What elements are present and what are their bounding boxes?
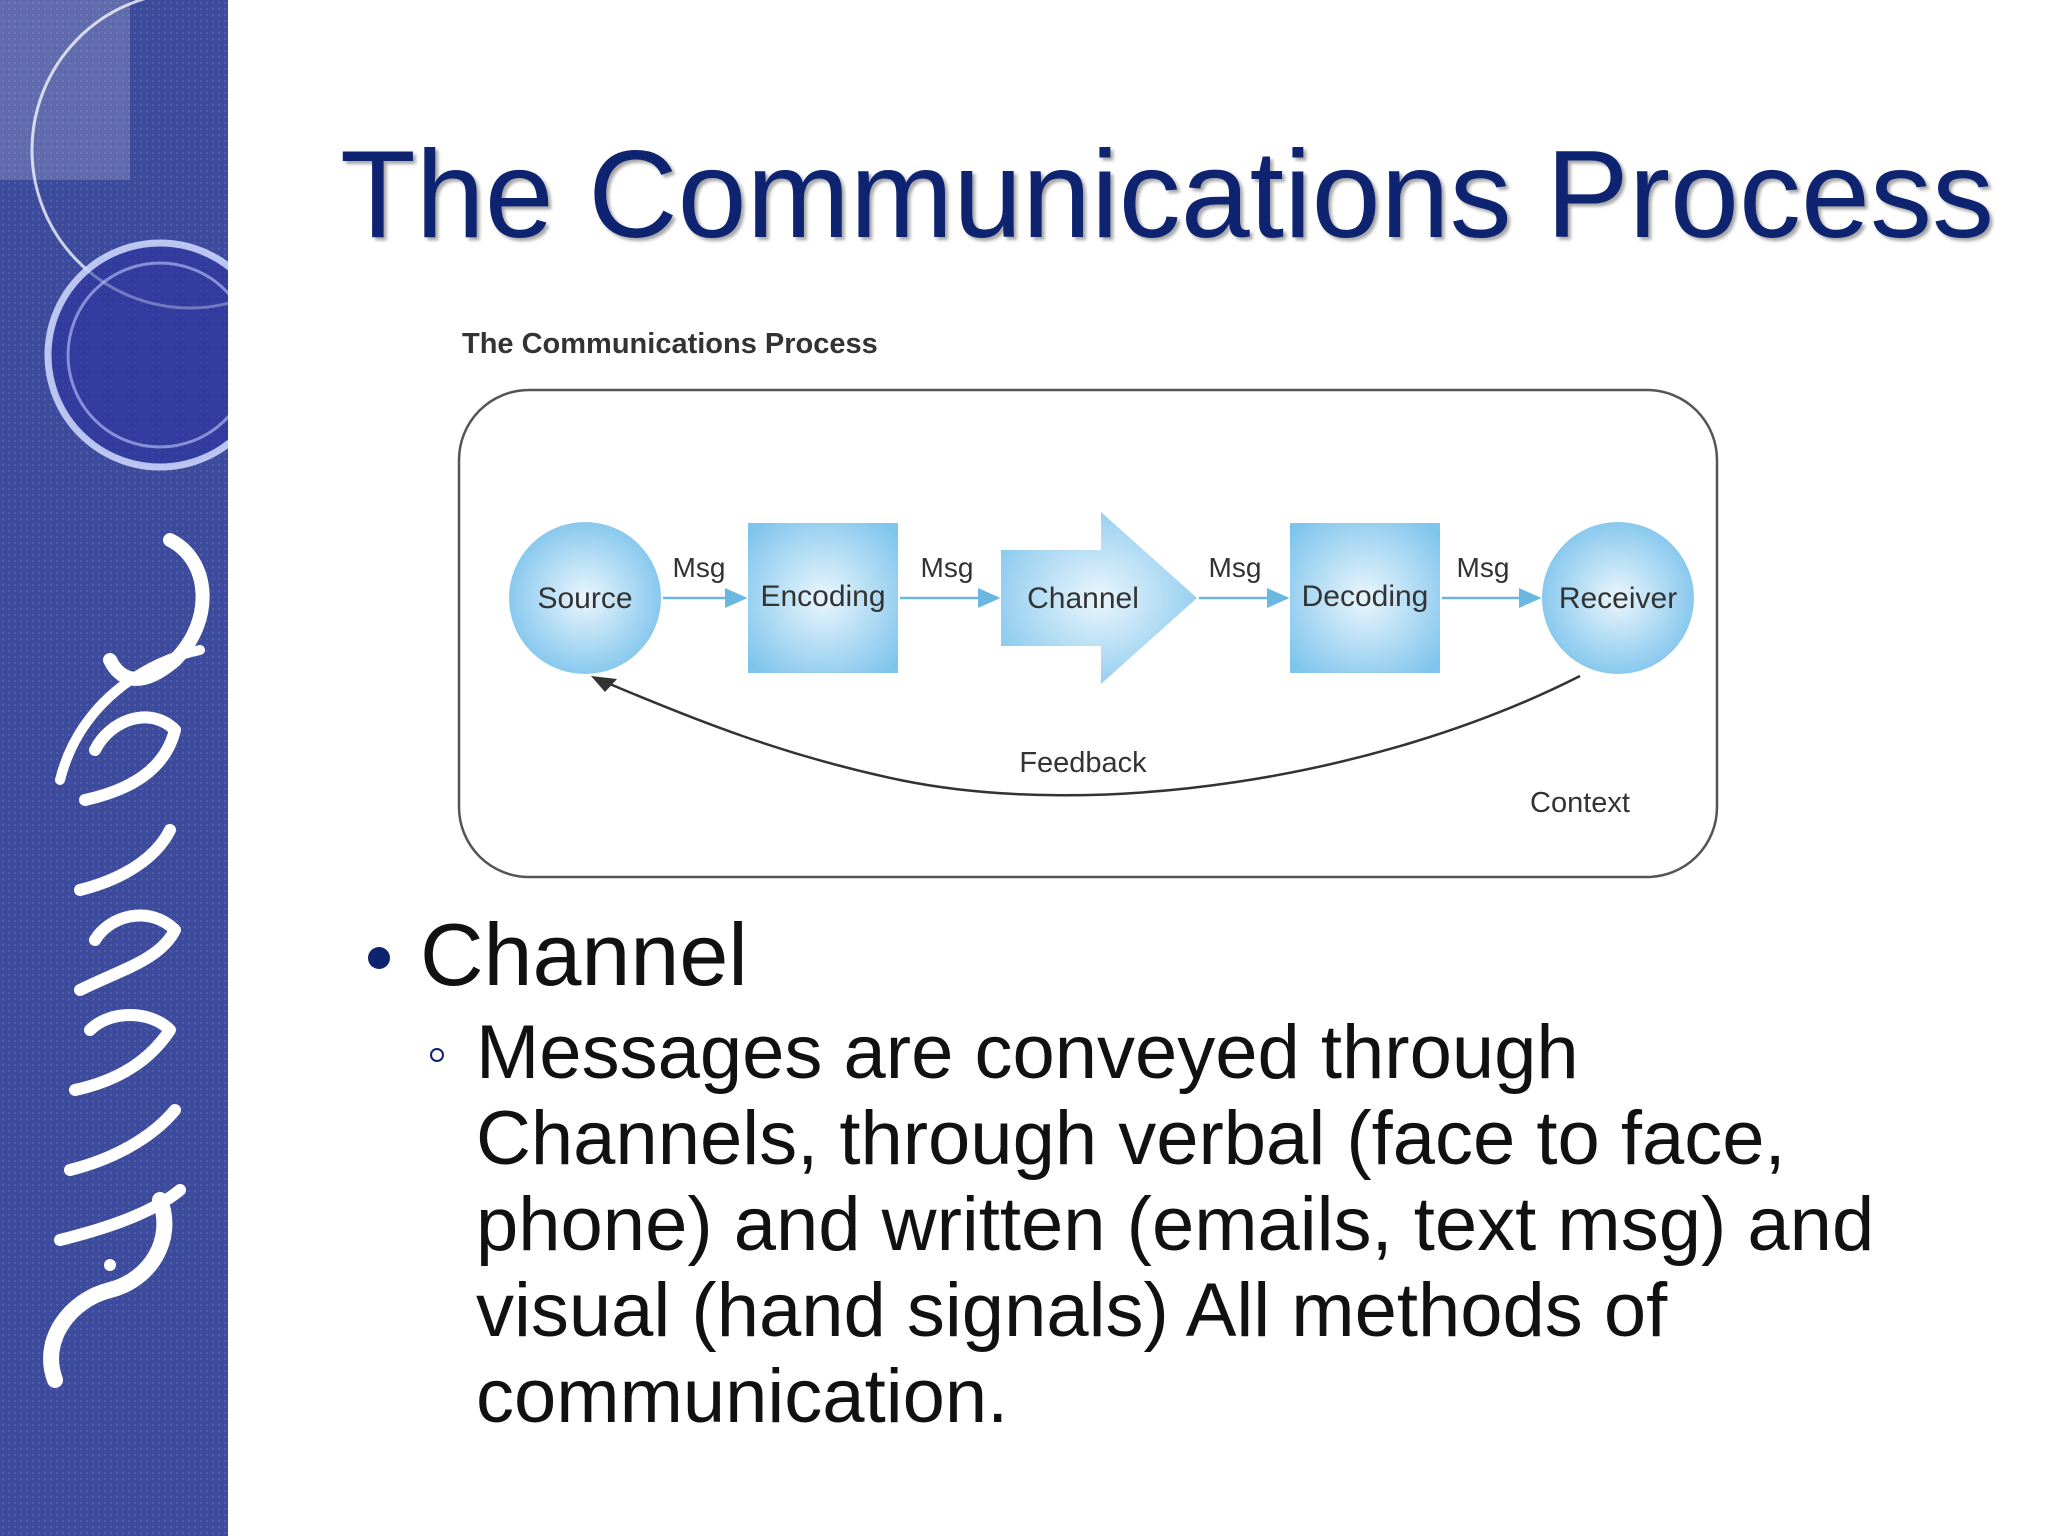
- decoding-node: [1290, 523, 1440, 673]
- msg-label: Msg: [1209, 552, 1262, 583]
- bullet-dot-icon: [368, 947, 390, 969]
- sidebar-ring-outer: [44, 239, 228, 471]
- feedback-arrowhead: [591, 676, 617, 692]
- receiver-label: Receiver: [1559, 582, 1677, 615]
- communications-process-diagram: Source Encoding Channel Decoding Receive…: [457, 388, 1719, 879]
- bullet-item: Channel: [360, 900, 1920, 1010]
- channel-node: [1001, 512, 1197, 684]
- sidebar-corner-panel: [0, 0, 130, 180]
- msg-label: Msg: [921, 552, 974, 583]
- bullet-heading: Channel: [420, 905, 748, 1004]
- context-label: Context: [1530, 787, 1630, 819]
- msg-label: Msg: [673, 552, 726, 583]
- encoding-node: [748, 523, 898, 673]
- sidebar-ring-inner: [66, 261, 228, 449]
- bullet-list: Channel Messages are conveyed through Ch…: [360, 900, 1920, 1440]
- feedback-arrow: [604, 674, 1581, 797]
- msg-label: Msg: [1457, 552, 1510, 583]
- sub-bullet-text: Messages are conveyed through Channels, …: [476, 1010, 1875, 1439]
- channel-label: Channel: [1027, 582, 1139, 615]
- source-node: [509, 522, 661, 674]
- chisholm-logo: [43, 533, 210, 1388]
- sidebar: [0, 0, 228, 1536]
- decoding-label: Decoding: [1302, 580, 1429, 613]
- sidebar-decoration: [0, 0, 228, 1388]
- sub-bullet-item: Messages are conveyed through Channels, …: [430, 1010, 1920, 1440]
- encoding-label: Encoding: [760, 580, 885, 613]
- diagram-caption: The Communications Process: [462, 328, 878, 360]
- feedback-label: Feedback: [1019, 747, 1147, 779]
- receiver-node: [1542, 522, 1694, 674]
- source-label: Source: [537, 582, 632, 615]
- slide-title: The Communications Process: [340, 126, 1994, 264]
- hollow-bullet-icon: [430, 1048, 444, 1062]
